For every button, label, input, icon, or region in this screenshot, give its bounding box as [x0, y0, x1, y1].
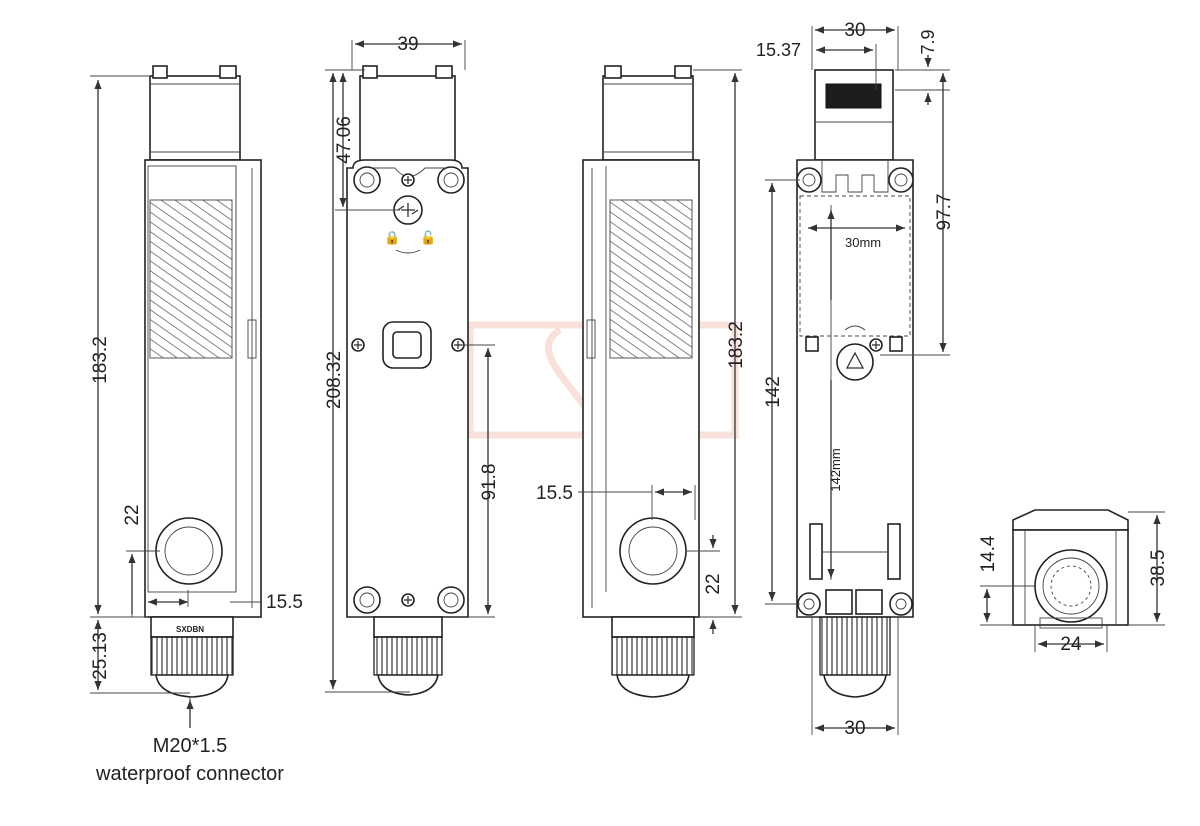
dim-view3-offset-w: 15.5	[536, 483, 573, 504]
view-back: 30mm 142mm 30 15.37 7.9	[756, 20, 955, 739]
dim-view2-top: 47.06	[334, 116, 355, 164]
dim-view3-height: 183.2	[726, 321, 747, 369]
svg-text:🔓: 🔓	[420, 230, 436, 245]
caption-connector: waterproof connector	[95, 763, 284, 785]
dim-view4-key-offset: 15.37	[756, 40, 801, 60]
dim-view2-total: 208.32	[324, 351, 345, 409]
dim-view1-height: 183.2	[90, 336, 111, 384]
dim-view5-width: 24	[1060, 634, 1082, 655]
caption-thread: M20*1.5	[153, 735, 228, 757]
view-bottom: 38.5 14.4 24	[978, 509, 1169, 655]
dim-view4-key-height: 7.9	[918, 29, 938, 54]
dim-view4-upper: 97.7	[934, 194, 955, 231]
dim-view5-height-small: 14.4	[978, 535, 999, 572]
dim-view3-offset-h: 22	[703, 573, 724, 594]
dim-view4-lower: 142	[763, 376, 784, 408]
note-142mm: 142mm	[828, 448, 843, 491]
dim-view4-width-top: 30	[844, 20, 865, 41]
view-front: 🔒 🔓 39 47.06 208.32 91.8	[324, 34, 500, 696]
view-side-right: 183.2 15.5 22	[536, 65, 747, 698]
dim-view5-height: 38.5	[1148, 550, 1169, 587]
dim-view1-connector: 25.13	[90, 632, 111, 680]
dim-view4-width-bottom: 30	[844, 718, 865, 739]
dim-view2-lower: 91.8	[479, 464, 500, 501]
view-side-left: SXDBN 183.2 25.13 22 15.5	[90, 65, 303, 728]
dim-view1-width-small: 15.5	[266, 592, 303, 613]
note-30mm: 30mm	[845, 235, 881, 250]
label-plate: SXDBN	[176, 625, 204, 634]
dim-view1-offset: 22	[122, 504, 143, 525]
svg-text:🔒: 🔒	[384, 230, 400, 245]
dim-view2-width: 39	[397, 34, 418, 55]
